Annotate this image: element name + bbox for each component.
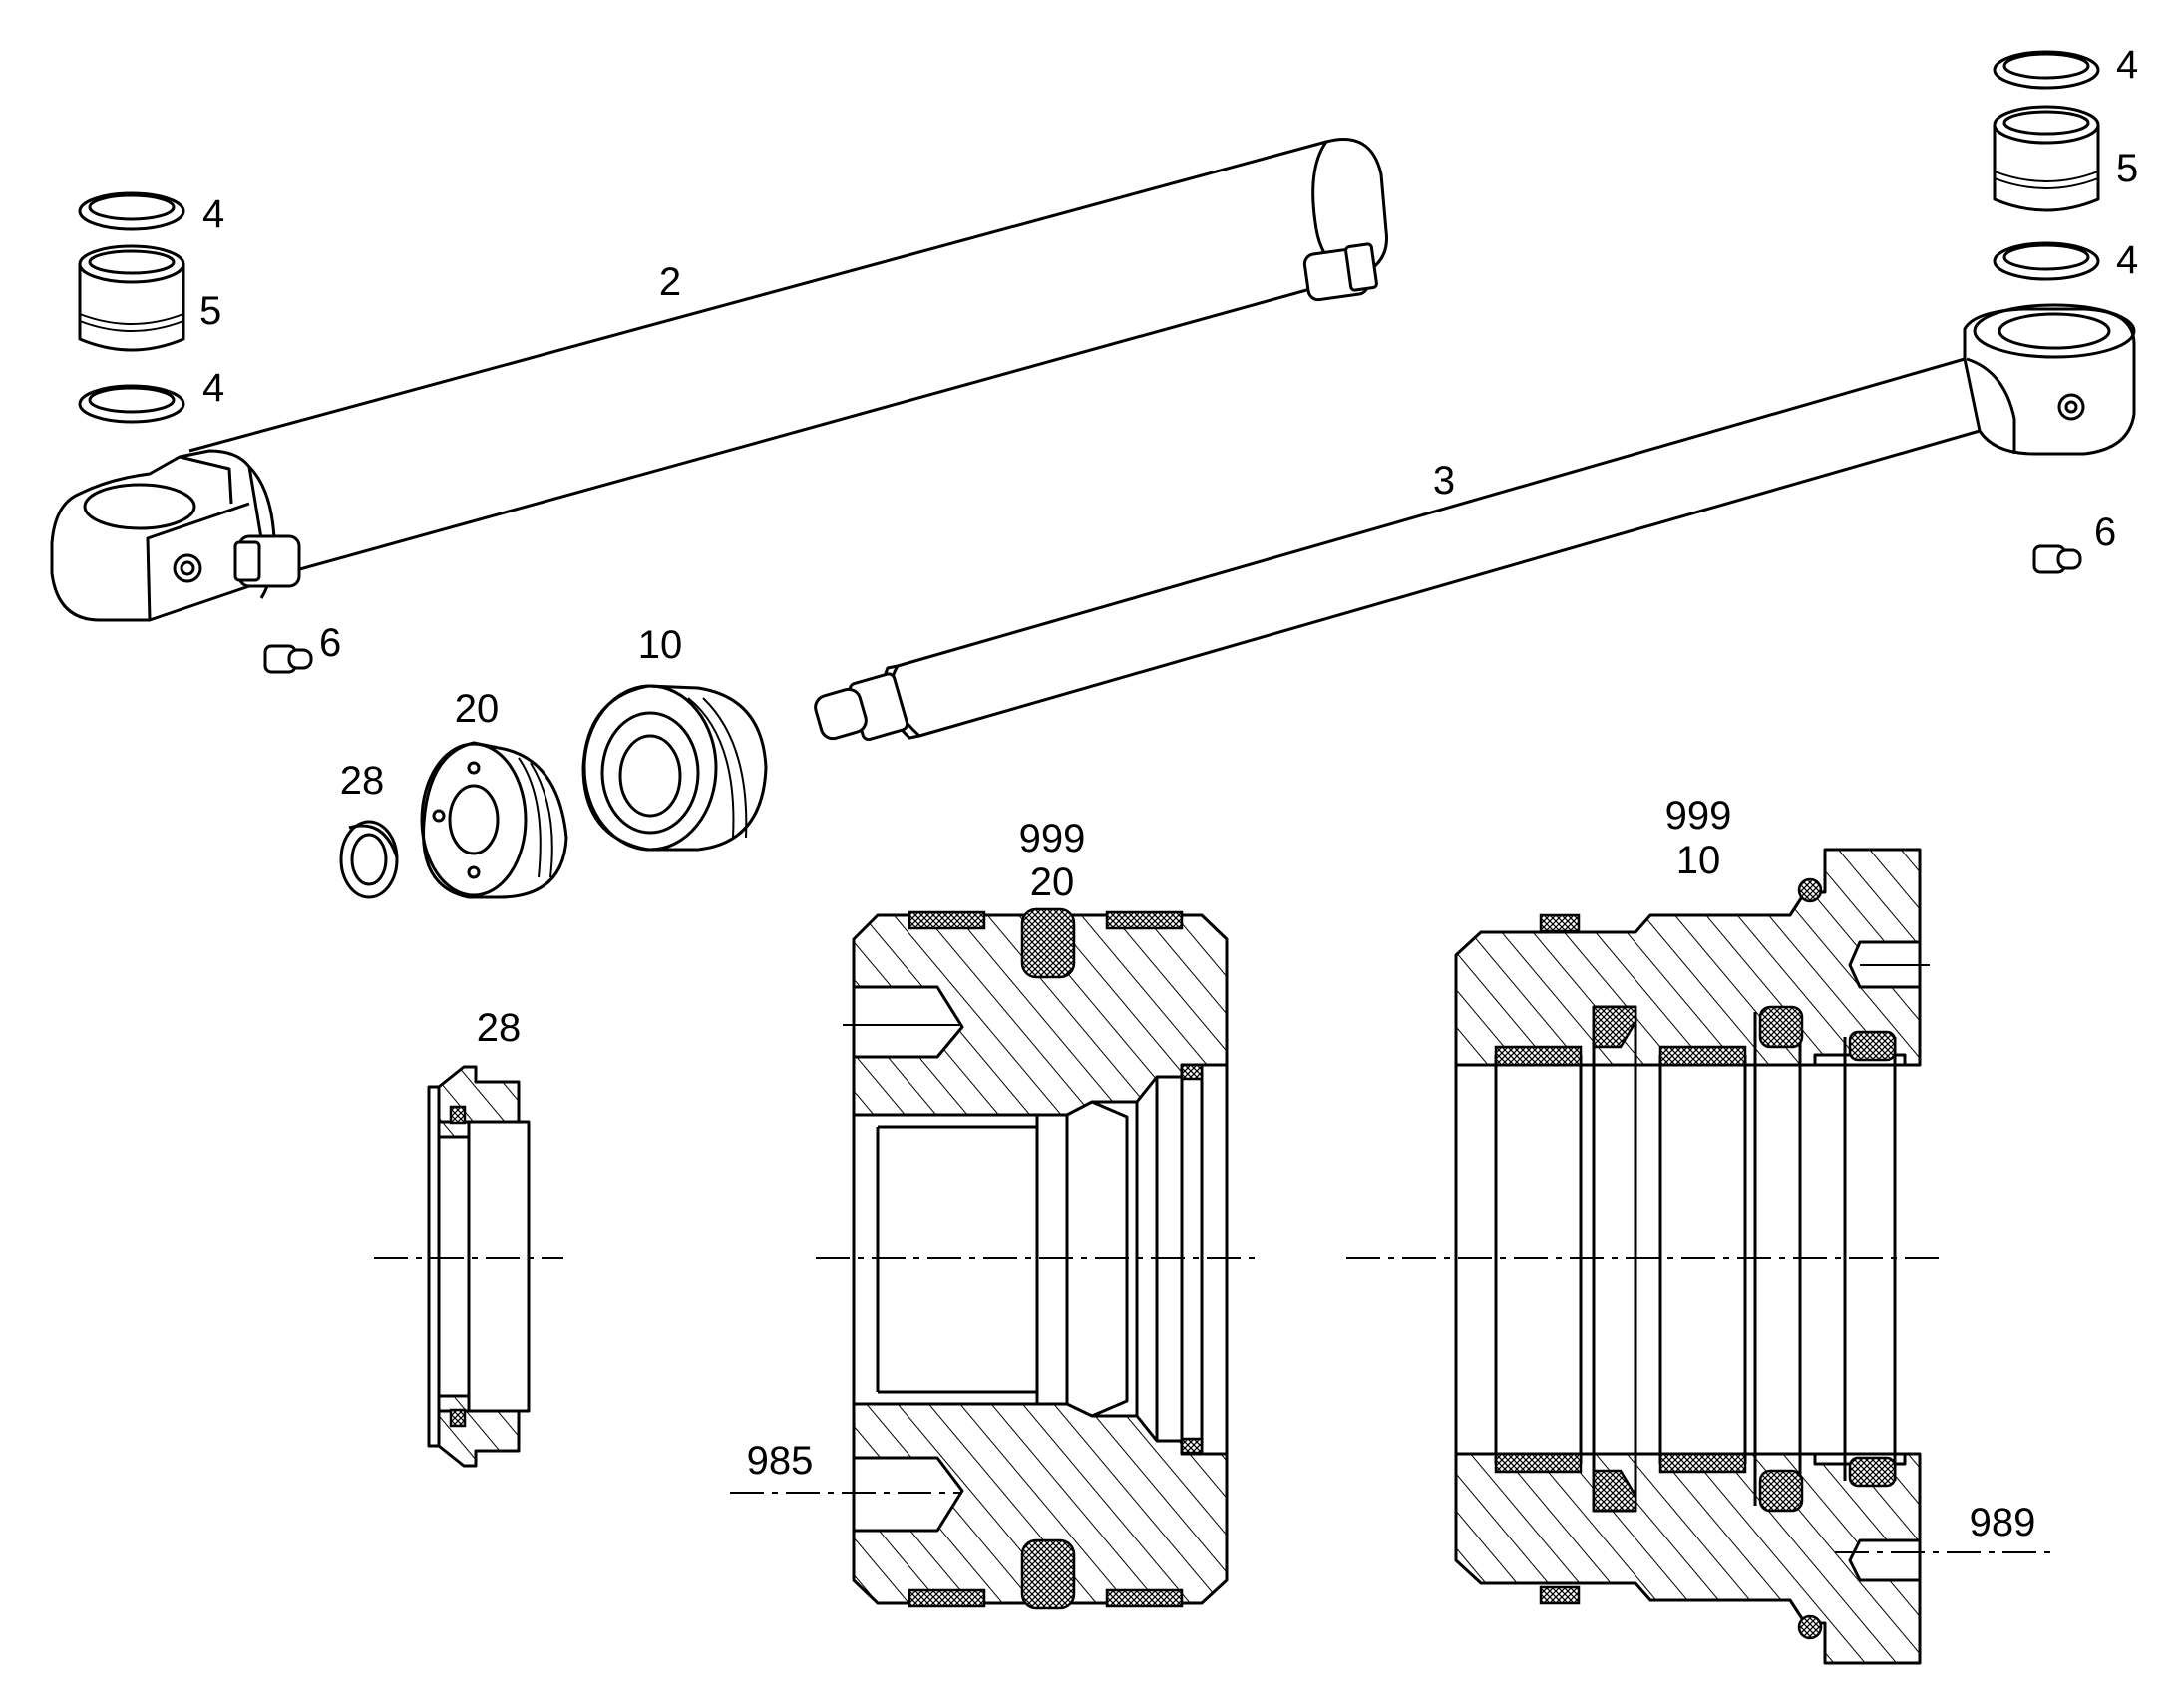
label-piston-section-part: 20	[1030, 860, 1075, 904]
ring-left-bottom	[78, 384, 185, 424]
label-gland-section-kit: 999	[1665, 794, 1732, 838]
ring-right-bottom	[1993, 241, 2100, 281]
label-cylinder-tube: 2	[659, 260, 681, 304]
cylinder-head-eye	[50, 449, 301, 622]
label-bushing-left: 5	[199, 289, 221, 333]
label-ring-right-bottom: 4	[2116, 238, 2138, 282]
bushing-right	[1993, 105, 2100, 212]
nut-section	[427, 1065, 531, 1468]
ring-right-top	[1993, 50, 2100, 90]
piston-rod	[814, 303, 2136, 742]
label-grease-nipple-right: 6	[2094, 511, 2116, 554]
grease-nipple-right	[2032, 544, 2082, 574]
label-grease-nipple-left: 6	[319, 621, 341, 665]
label-gland-section-part: 10	[1676, 839, 1721, 882]
nut-iso	[339, 820, 399, 899]
label-piston-iso: 20	[455, 687, 500, 731]
label-piston-section-kit: 999	[1019, 817, 1086, 860]
part-labels: 2 3 4 5 4 4 5 4 6 6 10 20 28 28 999 20 9…	[199, 43, 2138, 1544]
center-lines	[374, 964, 2054, 1553]
label-gland-iso: 10	[638, 623, 683, 667]
label-ring-left-top: 4	[202, 192, 224, 236]
ring-left-top	[78, 191, 185, 231]
gland-iso	[581, 684, 768, 852]
cylinder-tube	[188, 137, 1388, 585]
grease-nipple-left	[263, 644, 313, 674]
label-nut-iso: 28	[340, 759, 385, 803]
label-ring-right-top: 4	[2116, 43, 2138, 87]
bushing-left	[78, 244, 185, 352]
label-piston-rod: 3	[1433, 459, 1455, 503]
label-bushing-right: 5	[2116, 147, 2138, 190]
label-ring-left-bottom: 4	[202, 366, 224, 410]
piston-iso	[420, 741, 568, 899]
label-nut-section: 28	[477, 1006, 522, 1050]
label-ref-985: 985	[747, 1439, 814, 1483]
label-ref-989: 989	[1970, 1501, 2036, 1544]
gland-section	[1454, 848, 1922, 1665]
